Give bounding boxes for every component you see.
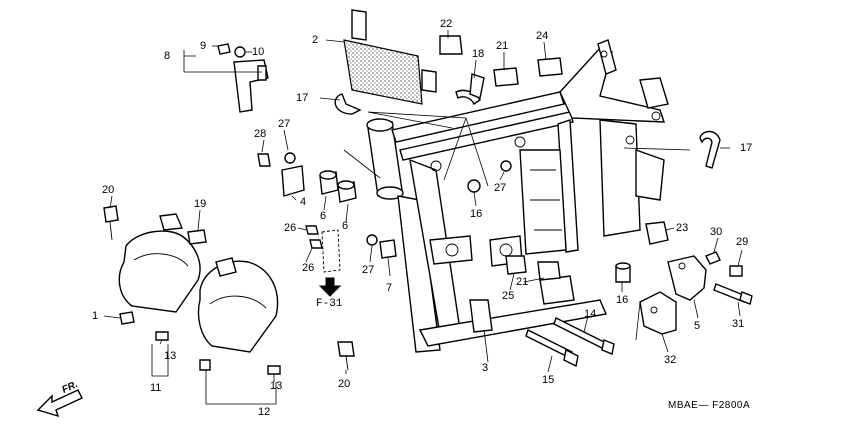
nut-1-lower — [199, 359, 211, 371]
bolt-26-lower — [309, 239, 323, 249]
callout-27-lower: 27 — [362, 264, 375, 276]
bolt-20-lower — [337, 341, 355, 371]
callout-30: 30 — [710, 226, 723, 238]
collar-16-right — [615, 262, 631, 283]
clip-21-lower — [537, 261, 561, 281]
main-frame — [366, 39, 669, 353]
bolt-15 — [525, 329, 579, 368]
callout-7: 7 — [386, 282, 393, 294]
grommet-13-left — [155, 331, 169, 341]
callout-29: 29 — [736, 236, 749, 248]
callout-9: 9 — [200, 40, 207, 52]
callout-17-right: 17 — [740, 142, 753, 154]
grommet-27-upper — [284, 152, 296, 164]
callout-19: 19 — [194, 198, 207, 210]
callout-13-left: 13 — [164, 350, 177, 362]
plate-dashed — [321, 229, 341, 273]
diagram-code: MBAE— F2800A — [668, 400, 751, 411]
callout-31: 31 — [732, 318, 745, 330]
clip-24 — [537, 57, 563, 77]
reference-label: F-31 — [316, 298, 343, 310]
clamp-17-right — [699, 130, 721, 169]
callout-32: 32 — [664, 354, 677, 366]
callout-23: 23 — [676, 222, 689, 234]
bolt-29 — [729, 265, 743, 277]
rubber-6a — [319, 170, 339, 195]
grommet-27-lower — [366, 234, 378, 246]
reference-arrow — [318, 277, 342, 297]
side-cover-11 — [118, 213, 201, 313]
callout-13-right: 13 — [270, 380, 283, 392]
bolt-26-upper — [305, 225, 319, 235]
bolt-20-left — [103, 205, 119, 241]
callout-2: 2 — [312, 34, 319, 46]
callout-8: 8 — [164, 50, 171, 62]
callout-20-left: 20 — [102, 184, 115, 196]
bolt-31 — [713, 283, 753, 305]
callout-27-upper: 27 — [278, 118, 291, 130]
callout-25: 25 — [502, 290, 515, 302]
grommet-13-right — [267, 365, 281, 375]
callout-21-lower: 21 — [516, 276, 529, 288]
callout-20-lower: 20 — [338, 378, 351, 390]
clamp-18 — [455, 73, 485, 106]
callout-1-left: 1 — [92, 310, 99, 322]
callout-26-upper: 26 — [284, 222, 297, 234]
callout-14: 14 — [584, 308, 597, 320]
part-2-plate — [343, 9, 437, 105]
callout-11: 11 — [150, 382, 162, 394]
bolt-30 — [705, 251, 721, 265]
bolt-14 — [553, 317, 615, 355]
grommet-23 — [645, 221, 669, 245]
grommet-27-frame — [500, 160, 512, 172]
grommet-7 — [379, 239, 397, 259]
bracket-32 — [639, 291, 677, 335]
callout-18: 18 — [472, 48, 485, 60]
callout-5: 5 — [694, 320, 701, 332]
callout-27-frame: 27 — [494, 182, 507, 194]
clip-25 — [505, 255, 527, 275]
clip-21-upper — [493, 67, 519, 87]
callout-12: 12 — [258, 406, 271, 418]
callout-28: 28 — [254, 128, 267, 140]
clip-19 — [187, 229, 207, 245]
leader-lines — [103, 30, 743, 405]
nut-1-left — [119, 311, 135, 325]
callout-4: 4 — [300, 196, 307, 208]
callout-6-right: 6 — [342, 220, 349, 232]
rubber-6b — [337, 180, 357, 203]
callout-22: 22 — [440, 18, 453, 30]
callout-10: 10 — [252, 46, 265, 58]
bolt-28 — [257, 153, 271, 167]
part-8-bracket-group — [217, 43, 269, 113]
callout-24: 24 — [536, 30, 549, 42]
bracket-5 — [667, 255, 707, 301]
clip-22 — [439, 35, 463, 55]
clamp-17-left — [334, 93, 362, 115]
side-cover-12 — [197, 257, 279, 353]
callout-26-lower: 26 — [302, 262, 315, 274]
callout-6-left: 6 — [320, 210, 327, 222]
callout-16-frame: 16 — [470, 208, 483, 220]
callout-17-left: 17 — [296, 92, 309, 104]
collar-16-frame — [467, 179, 481, 193]
bracket-4 — [281, 165, 305, 197]
callout-21-upper: 21 — [496, 40, 509, 52]
front-direction-arrow — [36, 389, 83, 418]
callout-3: 3 — [482, 362, 489, 374]
callout-16-right: 16 — [616, 294, 629, 306]
callout-15: 15 — [542, 374, 555, 386]
